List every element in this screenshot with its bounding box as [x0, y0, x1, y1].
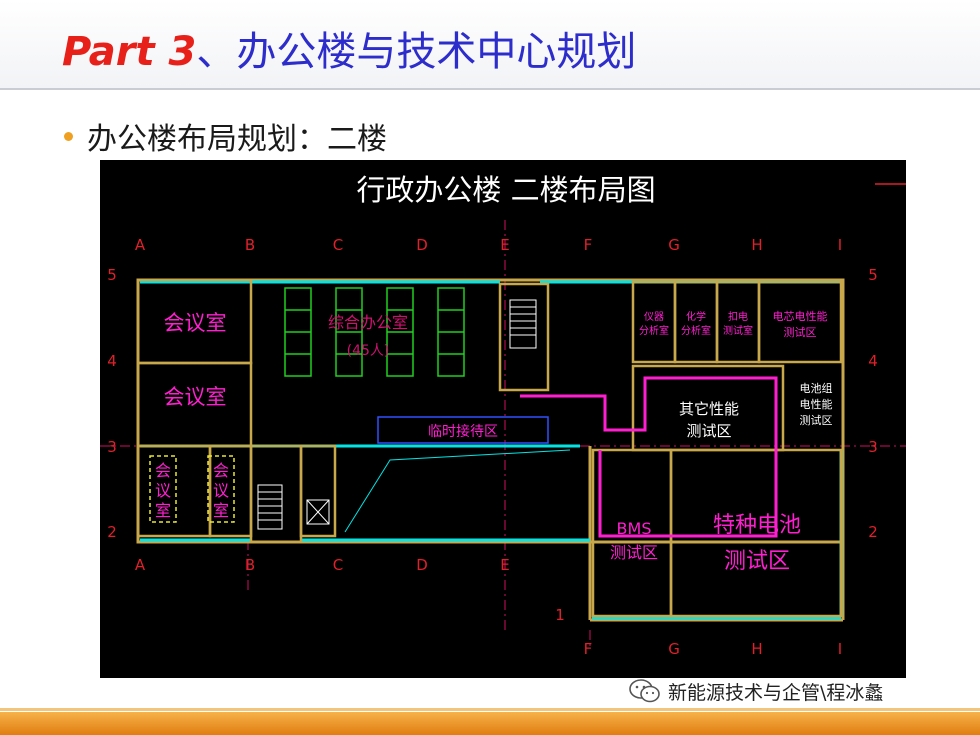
title-bar: Part 3、办公楼与技术中心规划	[0, 0, 980, 90]
pack-test-line-2: 电性能	[800, 397, 833, 411]
floor-plan-svg: 行政办公楼 二楼布局图 A B C D E F G H I	[100, 173, 906, 658]
small-meeting-b-char-2: 议	[213, 481, 229, 500]
lab-1-line-1: 仪器	[644, 311, 664, 323]
axis-top-h: H	[751, 236, 762, 254]
axis-bottom-e: E	[500, 556, 509, 574]
desk-clusters	[284, 287, 465, 377]
axis-rows-right: 5 4 3 2 1	[555, 266, 878, 624]
room-other-test-1: 其它性能	[679, 400, 739, 418]
small-meeting-a-char-2: 议	[155, 481, 171, 500]
axis-bottom-b: B	[245, 556, 255, 574]
small-meeting-a-char-3: 室	[155, 501, 171, 520]
axis-top-a: A	[135, 236, 146, 254]
watermark-text: 新能源技术与企管\程冰蠡	[668, 681, 884, 704]
small-meeting-a: 会 议 室	[149, 455, 177, 523]
test-zone-walls	[591, 364, 843, 618]
room-open-office: 综合办公室	[328, 313, 408, 332]
row-left-5: 5	[107, 266, 117, 284]
title-part-label: Part 3	[62, 29, 197, 75]
small-meeting-b: 会 议 室	[207, 455, 235, 523]
room-bms-test-2: 测试区	[610, 543, 658, 562]
lab-3-line-2: 测试室	[723, 324, 753, 337]
lab-3-line-1: 扣电	[728, 310, 748, 323]
row-right-1: 1	[555, 606, 565, 624]
room-open-office-capacity: (45人)	[347, 343, 390, 359]
axis-bottom-d: D	[416, 556, 428, 574]
footer-line	[0, 708, 980, 711]
watermark: 新能源技术与企管\程冰蠡	[628, 676, 883, 706]
room-meeting-2: 会议室	[164, 385, 227, 409]
core-block	[498, 282, 550, 392]
axis-labels-bottom: A B C D E F G H I	[135, 556, 842, 658]
row-right-2: 2	[868, 523, 878, 541]
room-special-test-1: 特种电池	[713, 513, 801, 538]
axis-top-b: B	[245, 236, 255, 254]
title-separator: 、	[196, 29, 237, 75]
footer-bar	[0, 712, 980, 735]
axis-bottom-f: F	[584, 640, 593, 658]
axis-bottom-c: C	[333, 556, 343, 574]
small-meeting-a-char-1: 会	[155, 461, 171, 480]
room-cell-test-1: 电芯电性能	[773, 309, 828, 323]
axis-top-f: F	[584, 236, 593, 254]
drawing-title: 行政办公楼 二楼布局图	[356, 173, 655, 207]
axis-top-c: C	[333, 236, 343, 254]
floor-plan-drawing: 行政办公楼 二楼布局图 A B C D E F G H I	[100, 160, 906, 678]
row-left-4: 4	[107, 352, 117, 370]
axis-top-i: I	[838, 236, 842, 254]
title-text: 办公楼与技术中心规划	[236, 29, 637, 75]
stairs-center	[509, 299, 537, 349]
row-right-3: 3	[868, 438, 878, 456]
lab-walls	[631, 280, 843, 364]
lab-labels: 仪器 分析室 化学 分析室 扣电 测试室	[639, 310, 753, 337]
room-other-test-2: 测试区	[686, 422, 731, 440]
axis-bottom-a: A	[135, 556, 146, 574]
bullet-dot-icon	[64, 132, 73, 141]
room-reception: 临时接待区	[428, 423, 498, 440]
axis-top-e: E	[500, 236, 509, 254]
wechat-icon	[629, 679, 660, 703]
row-right-5: 5	[868, 266, 878, 284]
lab-1-line-2: 分析室	[639, 324, 669, 337]
room-special-test-2: 测试区	[724, 549, 790, 574]
test-flow-route	[520, 376, 778, 538]
axis-top-d: D	[416, 236, 428, 254]
lab-2-line-2: 分析室	[681, 324, 711, 337]
corridor-line	[344, 449, 571, 533]
pack-test-labels: 电池组 电性能 测试区	[800, 381, 833, 427]
elevator-left	[306, 499, 330, 525]
row-left-2: 2	[107, 523, 117, 541]
meeting-room-walls	[136, 278, 337, 544]
small-meeting-b-char-3: 室	[213, 501, 229, 520]
row-right-4: 4	[868, 352, 878, 370]
room-cell-test-2: 测试区	[784, 326, 817, 339]
axis-top-g: G	[668, 236, 680, 254]
lab-2-line-1: 化学	[686, 310, 706, 323]
axis-bottom-i: I	[838, 640, 842, 658]
axis-rows-left: 5 4 3 2	[107, 266, 117, 541]
room-bms-test-1: BMS	[617, 519, 652, 538]
stairs-left	[257, 484, 283, 530]
axis-bottom-g: G	[668, 640, 680, 658]
axis-bottom-h: H	[751, 640, 762, 658]
pack-test-line-1: 电池组	[800, 381, 833, 395]
pack-test-line-3: 测试区	[800, 414, 833, 427]
slide-title: Part 3、办公楼与技术中心规划	[62, 26, 636, 78]
axis-labels-top: A B C D E F G H I	[135, 236, 842, 254]
reception-area	[377, 416, 549, 444]
bullet-item: 办公楼布局规划：二楼	[64, 114, 387, 158]
row-left-3: 3	[107, 438, 117, 456]
bullet-text: 办公楼布局规划：二楼	[87, 122, 387, 157]
small-meeting-b-char-1: 会	[213, 461, 229, 480]
room-meeting-1: 会议室	[164, 311, 227, 335]
